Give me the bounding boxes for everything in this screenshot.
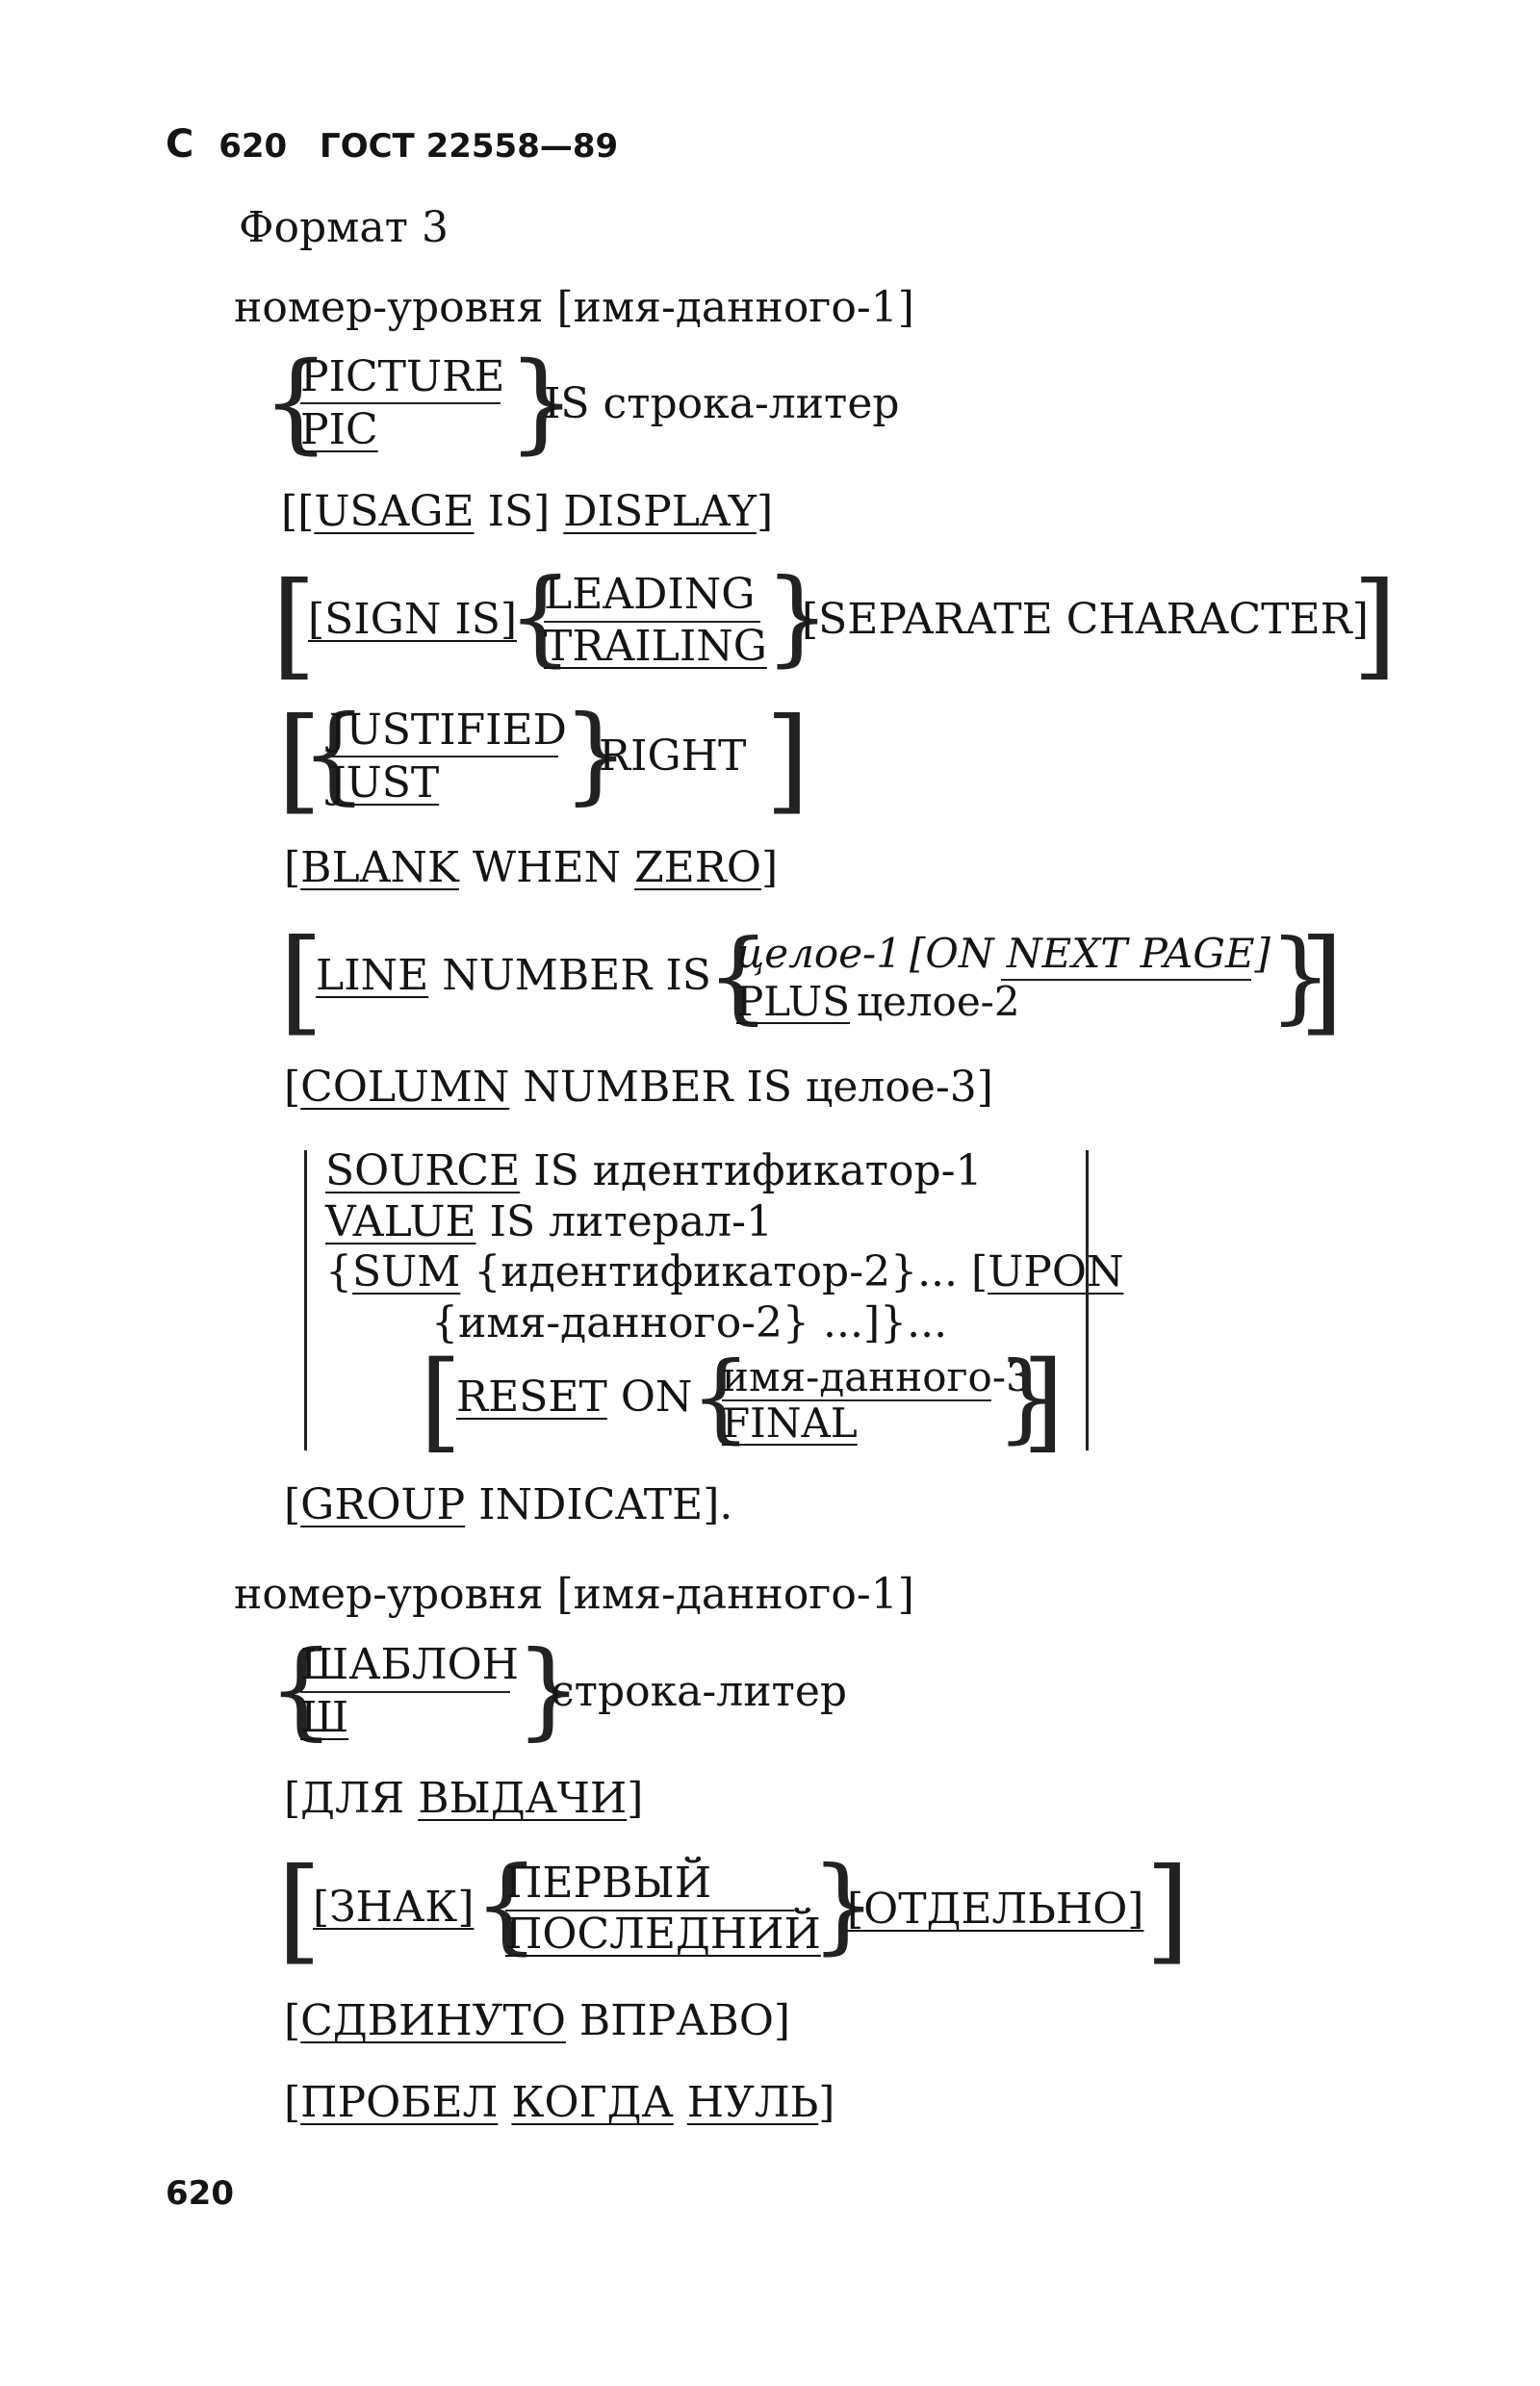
value-line: VALUE IS литерал-1 xyxy=(325,1197,773,1246)
data-name-3: имя-данного-3 xyxy=(722,1353,1032,1400)
header-page-number: 620 xyxy=(218,127,288,166)
separator-line xyxy=(300,1691,510,1693)
brace-close: } xyxy=(810,1845,877,1965)
posledniy-keyword: ПОСЛЕДНИЙ xyxy=(505,1910,821,1959)
page-header: С 620 ГОСТ 22558—89 xyxy=(166,125,618,164)
sign-separate: [SEPARATE CHARACTER] xyxy=(802,595,1369,644)
brace-close: } xyxy=(764,557,831,678)
footer-page-number: 620 xyxy=(166,2174,234,2213)
bracket-open: [ xyxy=(271,558,317,692)
level-line-1: номер-уровня [имя-данного-1] xyxy=(234,283,914,332)
blank-clause: [BLANK WHEN ZERO] xyxy=(284,843,779,892)
bracket-close: ] xyxy=(1352,558,1398,692)
on-next-page: [ON NEXT PAGE] xyxy=(910,930,1270,977)
header-logo: С xyxy=(166,122,194,167)
shablon-tail: строка-литер xyxy=(551,1667,848,1716)
right-keyword: RIGHT xyxy=(599,731,747,781)
plus-keyword: PLUS xyxy=(736,978,851,1025)
otdelno: [ОТДЕЛЬНО] xyxy=(847,1885,1144,1934)
brace-open: { xyxy=(268,1628,335,1751)
picture-keyword: PICTURE xyxy=(300,352,505,401)
source-line: SOURCE IS идентификатор-1 xyxy=(325,1146,983,1195)
integer-1: целое-1 xyxy=(736,930,902,977)
bracket-open: [ xyxy=(277,693,322,826)
brace-close: } xyxy=(515,1628,582,1751)
just-keyword: JUST xyxy=(329,758,440,808)
sum-continuation: {имя-данного-2} ...]}... xyxy=(431,1298,948,1347)
brace-open: { xyxy=(300,692,368,815)
reset-keyword: RESET ON xyxy=(456,1373,693,1422)
sum-line: {SUM {идентификатор-2}... [UPON xyxy=(325,1247,1124,1296)
separator-line xyxy=(505,1910,794,1911)
znak-prefix: [ЗНАК] xyxy=(313,1883,475,1932)
level-line-2: номер-уровня [имя-данного-1] xyxy=(234,1570,914,1619)
group-clause: [GROUP INDICATE]. xyxy=(284,1480,733,1529)
separator-line xyxy=(722,1399,991,1401)
pic-keyword: PIC xyxy=(300,405,378,454)
dlya-clause: [ДЛЯ ВЫДАЧИ] xyxy=(284,1774,644,1823)
sign-prefix: [SIGN IS] xyxy=(308,595,518,644)
justified-keyword: JUSTIFIED xyxy=(329,706,567,755)
block-brace-left xyxy=(304,1150,307,1450)
bracket-close: ] xyxy=(1022,1339,1065,1464)
sdvinuto-clause: [СДВИНУТО ВПРАВО] xyxy=(284,1996,791,2045)
pervyi-keyword: ПЕРВЫЙ xyxy=(505,1859,712,1908)
brace-close: } xyxy=(1269,917,1333,1035)
bracket-close: ] xyxy=(765,693,810,826)
picture-tail: IS строка-литер xyxy=(544,379,900,428)
header-standard: ГОСТ 22558—89 xyxy=(320,127,619,166)
brace-open: { xyxy=(474,1845,540,1965)
separator-line xyxy=(329,756,558,757)
bracket-close: ] xyxy=(1299,914,1345,1047)
column-clause: [COLUMN NUMBER IS целое-3] xyxy=(284,1063,993,1112)
line-number-prefix: LINE NUMBER IS xyxy=(316,951,711,1000)
brace-close: } xyxy=(996,1341,1058,1453)
trailing-keyword: TRAILING xyxy=(544,622,767,671)
format-title: Формат 3 xyxy=(239,203,449,252)
probel-clause: [ПРОБЕЛ КОГДА НУЛЬ] xyxy=(284,2078,835,2127)
sh-keyword: Ш xyxy=(300,1693,349,1742)
bracket-open: [ xyxy=(420,1339,462,1464)
integer-2: целое-2 xyxy=(857,978,1020,1025)
bracket-open: [ xyxy=(279,914,324,1047)
brace-close: } xyxy=(562,692,629,815)
leading-keyword: LEADING xyxy=(544,570,756,619)
brace-open: { xyxy=(706,917,771,1035)
usage-clause: [[USAGE IS] DISPLAY] xyxy=(281,487,774,536)
shablon-keyword: ШАБЛОН xyxy=(300,1640,520,1689)
brace-open: { xyxy=(690,1341,752,1453)
final-keyword: FINAL xyxy=(722,1399,858,1447)
bracket-open: [ xyxy=(277,1843,322,1976)
bracket-close: ] xyxy=(1145,1843,1191,1976)
brace-open: { xyxy=(507,557,574,678)
separator-line xyxy=(1001,979,1251,981)
block-brace-right xyxy=(1086,1150,1089,1450)
separator-line xyxy=(544,621,760,623)
separator-line xyxy=(300,402,500,404)
brace-close: } xyxy=(507,340,577,465)
